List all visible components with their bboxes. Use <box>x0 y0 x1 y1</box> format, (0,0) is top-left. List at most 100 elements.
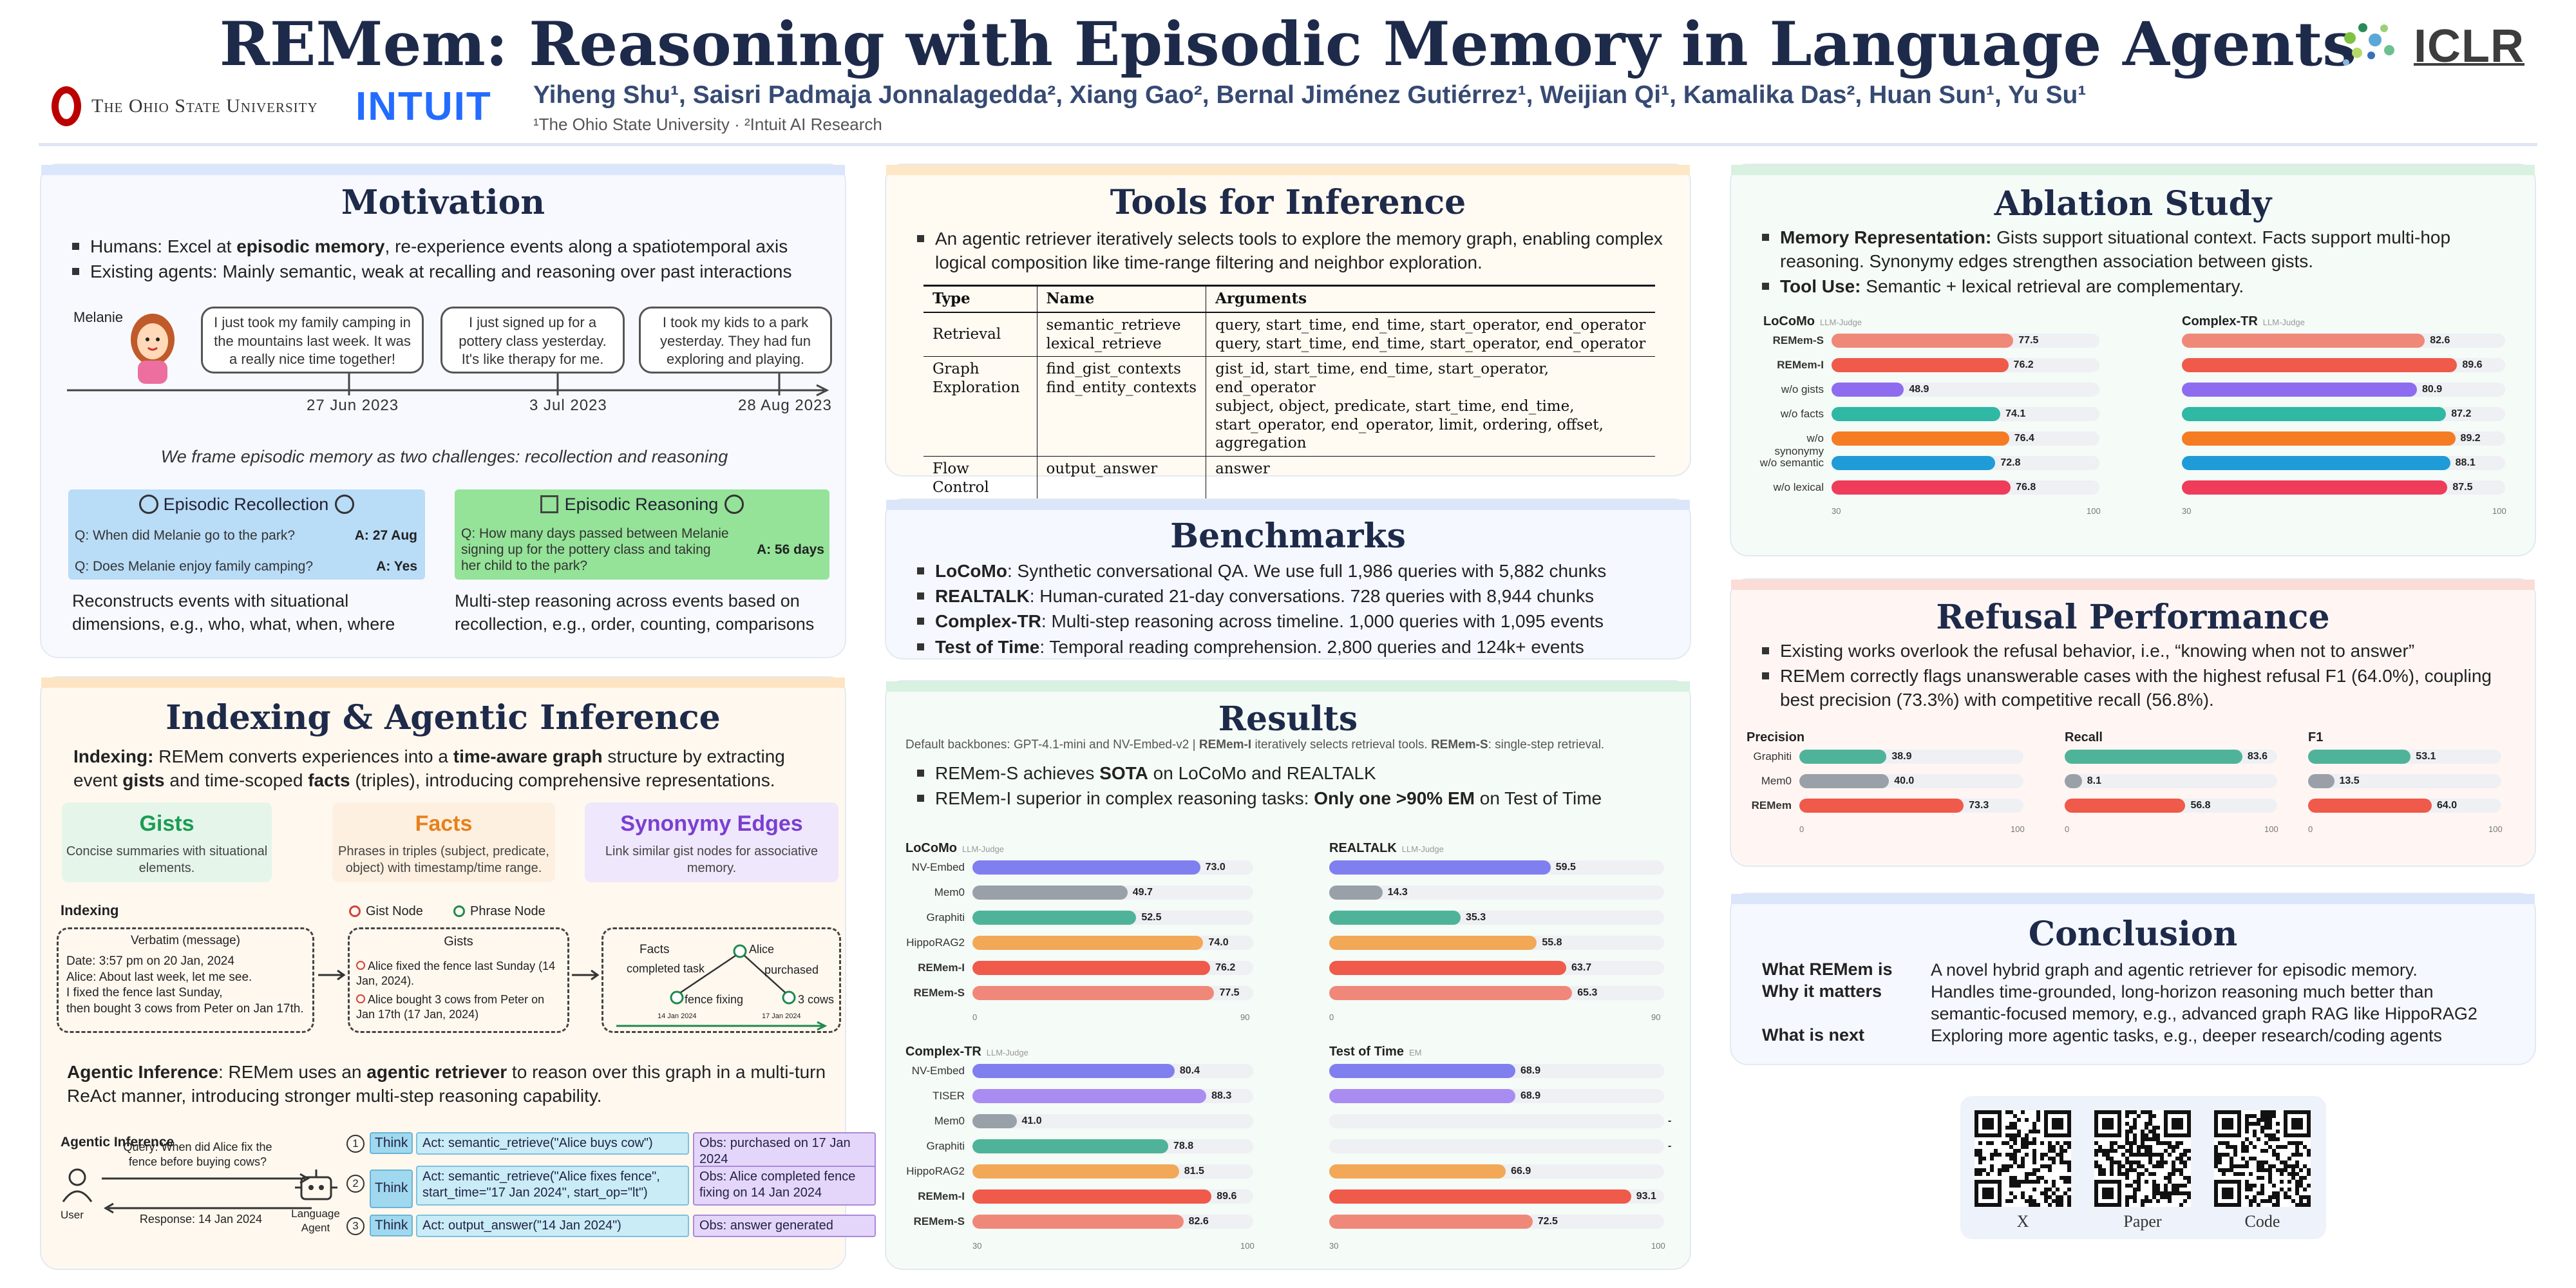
table-header: Type <box>923 285 1037 312</box>
results-bullets: REMem-S achieves SOTA on LoCoMo and REAL… <box>912 761 1672 811</box>
bar <box>1329 986 1573 1000</box>
results-bullet: REMem-S achieves SOTA on LoCoMo and REAL… <box>912 761 1672 785</box>
bar-value-label: 59.5 <box>1555 862 1576 873</box>
bar <box>2182 358 2458 372</box>
indexing-panel: Indexing & Agentic Inference Indexing: R… <box>40 676 876 1270</box>
benchmarks-panel: Benchmarks LoCoMo: Synthetic conversatio… <box>885 498 1691 659</box>
indexing-title: Indexing & Agentic Inference <box>166 698 721 737</box>
recollection-title: Episodic Recollection <box>68 495 425 515</box>
bubble-pottery: I just signed up for a pottery class yes… <box>440 307 625 374</box>
bar <box>2308 750 2411 764</box>
motivation-bullets: Humans: Excel at episodic memory, re-exp… <box>67 234 833 285</box>
bar <box>972 1139 1168 1153</box>
recollection-a1: A: 27 Aug <box>354 528 417 543</box>
legend-phrase: Phrase Node <box>453 903 545 920</box>
bar-value-label: 63.7 <box>1571 962 1592 973</box>
bar-value-label: 89.6 <box>2462 359 2483 370</box>
benchmarks-title: Benchmarks <box>1170 516 1406 556</box>
step-number: 2 <box>346 1175 365 1193</box>
panel-top-bar <box>886 165 1690 175</box>
conclusion-value: A novel hybrid graph and agentic retriev… <box>1931 960 2418 980</box>
bar <box>1832 431 2009 446</box>
bar-category-label: w/o semantic <box>1759 457 1824 469</box>
recollection-a2: A: Yes <box>376 559 417 574</box>
fact-date: 14 Jan 2024 <box>658 1012 697 1020</box>
bar <box>972 1189 1212 1204</box>
bar-value-label: 38.9 <box>1891 751 1912 762</box>
bar <box>1832 407 2001 421</box>
character-name: Melanie <box>73 309 124 325</box>
smiley-icon <box>335 495 355 514</box>
bar-value-label: 87.2 <box>2451 408 2472 419</box>
motivation-bullet: Existing agents: Mainly semantic, weak a… <box>67 260 833 283</box>
axis-tick-label: 100 <box>1651 1241 1665 1251</box>
bar-value-label: 78.8 <box>1173 1141 1194 1151</box>
axis-tick-label: 0 <box>2308 824 2313 834</box>
axis-tick-label: 100 <box>2264 824 2278 834</box>
bar-value-label: 77.5 <box>1219 987 1240 998</box>
refusal-bullet: REMem correctly flags unanswerable cases… <box>1757 664 2517 712</box>
bar-category-label: Graphiti <box>926 911 965 923</box>
iclr-dots-icon <box>2339 19 2406 73</box>
table-header: Arguments <box>1215 290 1307 307</box>
bar <box>1329 1089 1515 1103</box>
bar-value-label: 68.9 <box>1520 1090 1541 1101</box>
table-row: Flow Control output_answer answer <box>923 456 1655 501</box>
qr-code-code[interactable] <box>2214 1110 2311 1207</box>
act-box: Act: semantic_retrieve("Alice fixes fenc… <box>416 1166 689 1206</box>
conclusion-panel: Conclusion What REMem is A novel hybrid … <box>1730 893 2536 1065</box>
bar-value-label: 73.0 <box>1205 862 1226 873</box>
ablation-bullet: Memory Representation: Gists support sit… <box>1757 225 2517 273</box>
gists-box: Gists Alice fixed the fence last Sunday … <box>348 927 569 1033</box>
panel-top-bar <box>1731 580 2535 590</box>
indexing-diagram-title: Indexing <box>61 902 119 918</box>
axis-tick-label: 30 <box>2182 506 2192 516</box>
bar-value-label: 13.5 <box>2339 775 2360 786</box>
axis-tick-label: 0 <box>972 1012 978 1022</box>
bar-category-label: TISER <box>932 1090 965 1102</box>
chart-title: Precision <box>1747 730 1805 744</box>
user-icon <box>62 1168 93 1202</box>
bar-category-label: REMem <box>1751 799 1792 811</box>
bar-value-label: 64.0 <box>2437 800 2458 811</box>
bar <box>972 1114 1017 1128</box>
bar-value-label: 88.3 <box>1211 1090 1232 1101</box>
motivation-bullet: Humans: Excel at episodic memory, re-exp… <box>67 234 833 258</box>
bar-value-label: 14.3 <box>1387 887 1408 898</box>
reasoning-desc: Multi-step reasoning across events based… <box>455 591 815 634</box>
timeline-date: 27 Jun 2023 <box>307 397 399 414</box>
bar-category-label: Mem0 <box>1761 775 1792 787</box>
bar-category-label: Mem0 <box>934 1115 965 1127</box>
bar-value-label: 76.2 <box>1215 962 1236 973</box>
bar-category-label: Mem0 <box>934 886 965 898</box>
results-panel: Results Default backbones: GPT-4.1-mini … <box>885 680 1691 1270</box>
bar-category-label: REMem-S <box>1772 334 1824 346</box>
bar <box>2182 456 2450 470</box>
recollection-desc: Reconstructs events with situational dim… <box>72 591 395 634</box>
bar <box>1799 750 1887 764</box>
verbatim-text: Date: 3:57 pm on 20 Jan, 2024 Alice: Abo… <box>66 954 304 1016</box>
bar-track <box>972 1114 1253 1128</box>
axis-tick-label: 0 <box>2065 824 2070 834</box>
bar-value-label: 55.8 <box>1542 937 1562 948</box>
think-box: Think <box>370 1170 413 1208</box>
bar-category-label: REMem-S <box>913 987 965 999</box>
refusal-bullet: Existing works overlook the refusal beha… <box>1757 639 2517 663</box>
bar <box>972 1164 1179 1179</box>
header-divider <box>39 143 2537 146</box>
qr-code-x[interactable] <box>1975 1110 2071 1207</box>
reasoning-title: Episodic Reasoning <box>455 495 829 515</box>
bar-category-label: REMem-I <box>1777 359 1824 371</box>
benchmark-item: Test of Time: Temporal reading comprehen… <box>912 635 1672 659</box>
bar-value-label: 89.2 <box>2460 433 2481 444</box>
recollection-q1: Q: When did Melanie go to the park? <box>75 528 296 543</box>
step-number: 1 <box>346 1135 365 1153</box>
bar-category-label: REMem-I <box>918 961 965 974</box>
bar-value-label: - <box>1668 1141 1672 1151</box>
timeline-date: 3 Jul 2023 <box>529 397 607 414</box>
step-number: 3 <box>346 1217 365 1235</box>
bar-category-label: NV-Embed <box>911 861 965 873</box>
qr-code-paper[interactable] <box>2094 1110 2191 1207</box>
bar <box>972 936 1204 950</box>
